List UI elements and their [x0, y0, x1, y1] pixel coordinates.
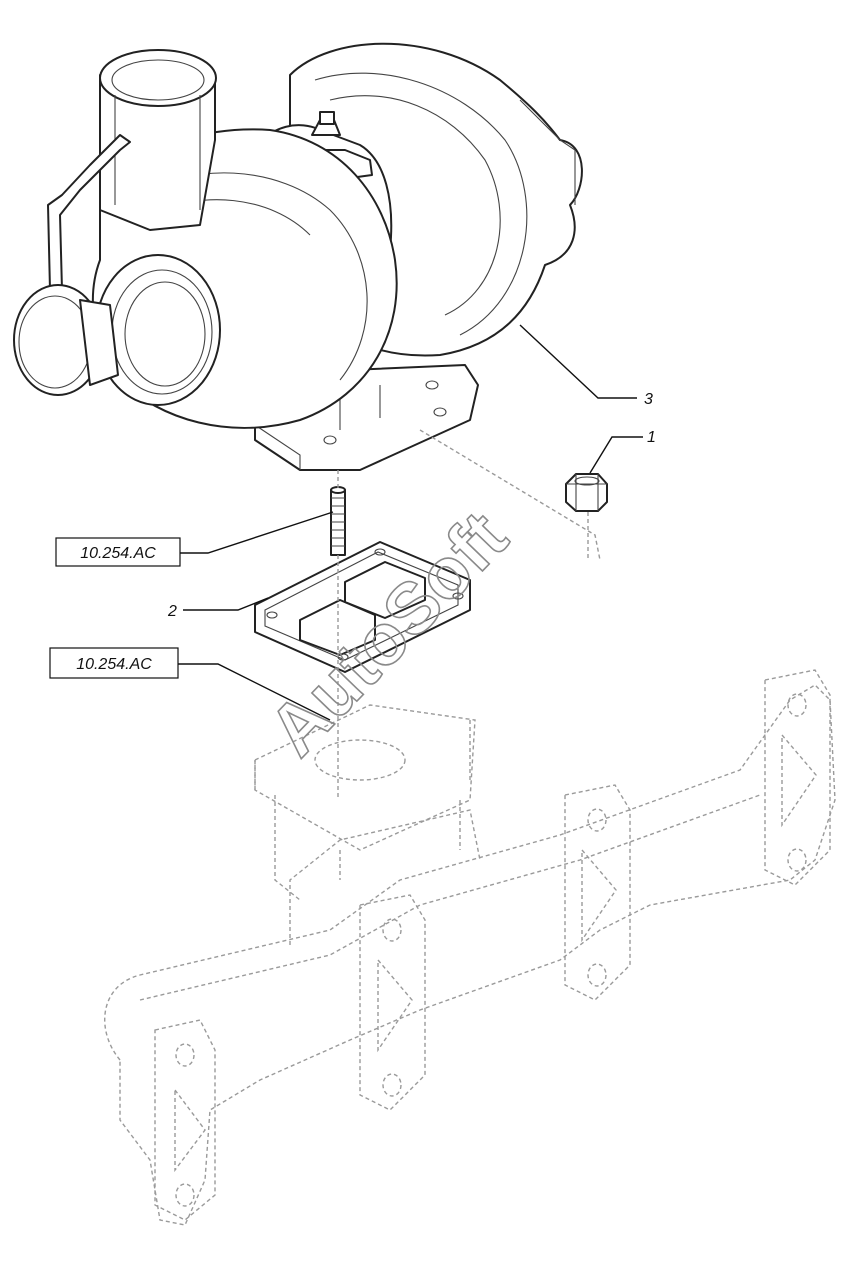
callout-3[interactable]: 3 [644, 391, 653, 408]
stud[interactable] [330, 486, 346, 556]
leader-ref-upper [180, 511, 334, 554]
leader-item-1 [589, 436, 643, 474]
leader-lines [178, 324, 643, 721]
reference-label-upper: 10.254.AC [80, 545, 156, 562]
wastegate-actuator [13, 134, 131, 396]
port-flange-4 [764, 669, 831, 886]
compressor-inlet [95, 254, 221, 406]
port-flange-2 [359, 894, 426, 1111]
turbocharger[interactable] [13, 42, 583, 471]
callout-1[interactable]: 1 [647, 429, 656, 446]
leader-ref-lower [178, 663, 331, 721]
reference-box-lower[interactable]: 10.254.AC [49, 647, 179, 679]
leader-item-3 [519, 324, 637, 399]
leader-item-2 [183, 597, 269, 611]
callout-2[interactable]: 2 [167, 603, 177, 620]
compressor-outlet [99, 49, 217, 231]
assembly-lines [337, 429, 601, 800]
port-flange-3 [564, 784, 631, 1001]
reference-label-lower: 10.254.AC [76, 656, 152, 673]
port-flange-1 [154, 1019, 216, 1221]
exhaust-manifold [104, 669, 836, 1226]
nut[interactable] [565, 473, 608, 512]
reference-box-upper[interactable]: 10.254.AC [55, 537, 181, 567]
